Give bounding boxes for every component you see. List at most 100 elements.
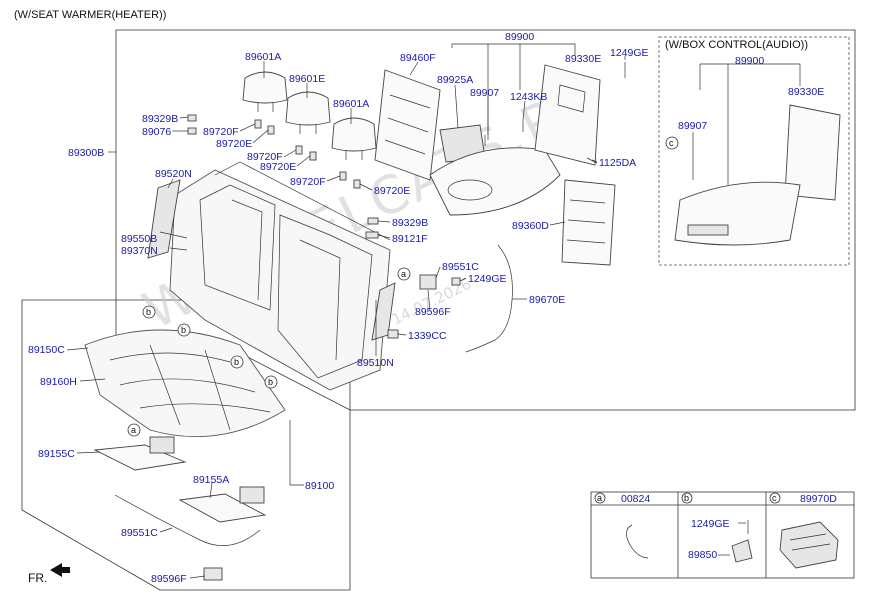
legend-a-key: a (597, 493, 602, 503)
label-89907-main[interactable]: 89907 (470, 87, 499, 99)
label-89076[interactable]: 89076 (142, 126, 171, 138)
label-89510n[interactable]: 89510N (357, 357, 394, 369)
label-89460f[interactable]: 89460F (400, 52, 436, 64)
label-1249ge-top[interactable]: 1249GE (610, 47, 649, 59)
legend-control-module-icon (779, 521, 839, 569)
label-89551c-1[interactable]: 89551C (442, 261, 479, 273)
label-89596f-2[interactable]: 89596F (151, 573, 187, 585)
label-89720e-3[interactable]: 89720E (374, 185, 410, 197)
label-1243kb[interactable]: 1243KB (510, 91, 547, 103)
legend-c-key: c (772, 493, 777, 503)
heater-connector-89155a (239, 486, 265, 504)
box-control-header: (W/BOX CONTROL(AUDIO)) (665, 39, 808, 51)
label-89596f-1[interactable]: 89596F (415, 306, 451, 318)
label-89330e-main[interactable]: 89330E (565, 53, 601, 65)
label-89720e-1[interactable]: 89720E (216, 138, 252, 150)
clip-89329b (367, 217, 379, 225)
armrest-frame-main (534, 64, 601, 166)
label-89907-box[interactable]: 89907 (678, 120, 707, 132)
box-control-panel (687, 224, 729, 236)
label-89370n[interactable]: 89370N (121, 245, 158, 257)
side-bolster-left (147, 179, 181, 259)
label-89300b[interactable]: 89300B (68, 147, 104, 159)
label-89601a-1[interactable]: 89601A (245, 51, 281, 63)
svg-text:a: a (401, 269, 406, 279)
label-89900-box[interactable]: 89900 (735, 55, 764, 67)
rear-panel-ribs (566, 199, 606, 244)
label-89720e-2[interactable]: 89720E (260, 161, 296, 173)
legend-table: a 00824 b c 89970D 1249GE 89850 (590, 491, 855, 579)
svg-text:b: b (234, 357, 239, 367)
wiring-89551c-lower (114, 494, 261, 546)
front-marker: FR. (28, 571, 47, 585)
label-89121f[interactable]: 89121F (392, 233, 428, 245)
wiring-harness-89670e (465, 244, 513, 353)
label-89150c[interactable]: 89150C (28, 344, 65, 356)
box-control-inset (658, 36, 850, 266)
svg-text:a: a (131, 425, 136, 435)
box-armrest-audio (674, 181, 801, 246)
clip-1339cc (387, 329, 399, 339)
bolt-1249ge (451, 277, 461, 286)
seatback-assembly (169, 161, 391, 391)
callout-b-2: b (177, 323, 191, 337)
headrest-center (285, 91, 331, 134)
label-89160h[interactable]: 89160H (40, 376, 77, 388)
callout-b-4: b (264, 375, 278, 389)
label-89155c[interactable]: 89155C (38, 448, 75, 460)
heater-module-small (419, 274, 437, 290)
legend-b-part[interactable]: 1249GE (691, 518, 730, 530)
label-89155a[interactable]: 89155A (193, 474, 229, 486)
headrest-right (331, 117, 377, 160)
label-89601e[interactable]: 89601E (289, 73, 325, 85)
module-89596f-lower (203, 567, 223, 581)
legend-a-part[interactable]: 00824 (621, 493, 650, 505)
callout-b-3: b (230, 355, 244, 369)
label-89360d[interactable]: 89360D (512, 220, 549, 232)
svg-text:c: c (669, 138, 674, 148)
label-1249ge-mid[interactable]: 1249GE (468, 273, 507, 285)
label-89551c-2[interactable]: 89551C (121, 527, 158, 539)
legend-wire-clip-icon (626, 524, 649, 559)
legend-b-part2[interactable]: 89850 (688, 549, 717, 561)
heater-connector-89155c (149, 436, 175, 454)
armrest-frame-slot (557, 84, 586, 113)
label-89329b-1[interactable]: 89329B (142, 113, 178, 125)
armrest-cup-recess (447, 179, 493, 201)
label-89720f-3[interactable]: 89720F (290, 176, 326, 188)
legend-c-part[interactable]: 89970D (800, 493, 837, 505)
label-89550b[interactable]: 89550B (121, 233, 157, 245)
label-1339cc[interactable]: 1339CC (408, 330, 447, 342)
front-arrow-icon (50, 563, 70, 577)
label-89670e[interactable]: 89670E (529, 294, 565, 306)
screws-top (484, 62, 626, 164)
svg-text:b: b (146, 307, 151, 317)
callout-c-box: c (665, 136, 679, 150)
headrest-left (242, 71, 288, 112)
armrest-body (429, 147, 561, 216)
label-89330e-box[interactable]: 89330E (788, 86, 824, 98)
box-frame-part (784, 104, 841, 201)
diagram-header: (W/SEAT WARMER(HEATER)) (14, 9, 166, 21)
label-89900-main[interactable]: 89900 (505, 31, 534, 43)
label-89925a[interactable]: 89925A (437, 74, 473, 86)
label-89100[interactable]: 89100 (305, 480, 334, 492)
label-89720f-1[interactable]: 89720F (203, 126, 239, 138)
label-89329b-2[interactable]: 89329B (392, 217, 428, 229)
svg-text:b: b (181, 325, 186, 335)
label-89601a-2[interactable]: 89601A (333, 98, 369, 110)
legend-bracket-icon (731, 539, 753, 563)
label-89720f-2[interactable]: 89720F (247, 151, 283, 163)
callout-b-1: b (142, 305, 156, 319)
rear-panel-part (561, 179, 616, 266)
callout-a-cushion: a (127, 423, 141, 437)
legend-b-key: b (684, 493, 689, 503)
callout-a-main: a (397, 267, 411, 281)
headrest-guides (187, 114, 361, 189)
heater-pad-89155c (93, 444, 187, 471)
label-89520n[interactable]: 89520N (155, 168, 192, 180)
armrest-cover-ribs (384, 94, 431, 155)
label-1125da[interactable]: 1125DA (599, 157, 636, 169)
